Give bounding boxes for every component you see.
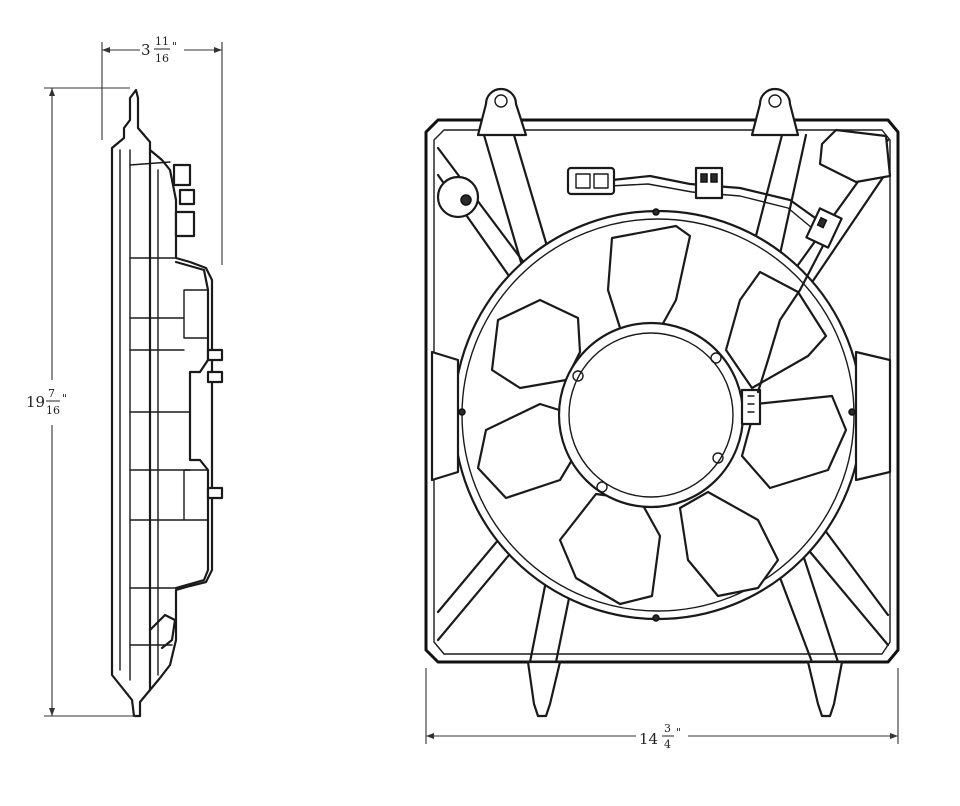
- height-dimension: 19 7 16 ": [26, 87, 136, 717]
- height-unit: ": [62, 392, 67, 405]
- depth-numerator: 11: [155, 35, 169, 48]
- height-numerator: 7: [48, 387, 55, 400]
- fan-blades: [476, 224, 848, 606]
- depth-dimension: 3 11 16 ": [101, 35, 223, 265]
- front-view: [424, 87, 900, 718]
- depth-unit: ": [172, 40, 177, 53]
- width-numerator: 3: [664, 722, 671, 735]
- width-whole: 14: [639, 730, 658, 748]
- height-denominator: 16: [46, 404, 60, 417]
- depth-whole: 3: [141, 41, 151, 59]
- width-dimension: 14 3 4 ": [425, 668, 899, 751]
- height-whole: 19: [26, 393, 45, 411]
- depth-denominator: 16: [155, 52, 169, 65]
- width-denominator: 4: [664, 738, 671, 751]
- side-view: [110, 88, 224, 718]
- width-unit: ": [676, 726, 681, 739]
